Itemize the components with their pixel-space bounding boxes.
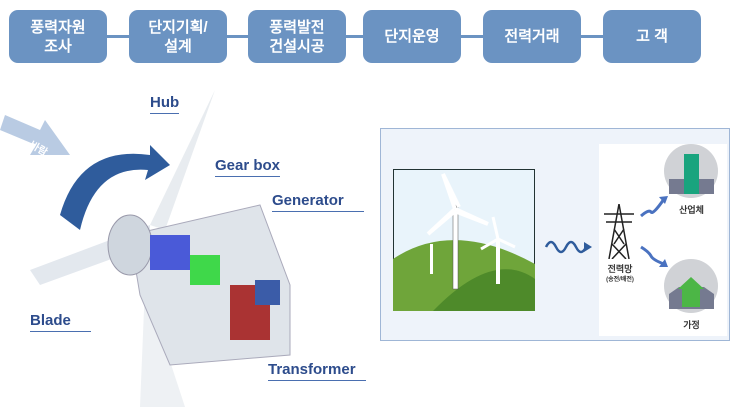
step-planning-design: 단지기획/ 설계: [129, 10, 227, 63]
label-gear-box: Gear box: [215, 157, 281, 177]
hub: [107, 214, 153, 276]
home-icon: [664, 259, 718, 313]
connector: [227, 35, 248, 38]
generator: [190, 255, 220, 285]
tower-label: 전력망: [607, 264, 633, 274]
home-label: 가정: [683, 320, 700, 330]
label-transformer: Transformer: [268, 361, 366, 381]
label-generator: Generator: [272, 192, 364, 212]
label-hub: Hub: [150, 94, 180, 114]
grid-card: 전력망 (송전/배전) 산업체 가정: [599, 144, 727, 336]
connector: [346, 35, 363, 38]
gear-box: [150, 235, 190, 270]
arrow-up-icon: [640, 196, 668, 218]
tower-sublabel: (송전/배전): [606, 277, 634, 283]
step-power-trading: 전력거래: [483, 10, 581, 63]
industry-label: 산업체: [679, 205, 704, 215]
connector: [107, 35, 129, 38]
wave-icon: [544, 240, 592, 254]
blade-top: [150, 90, 215, 230]
industry-icon: [664, 144, 718, 198]
step-wind-survey: 풍력자원 조사: [9, 10, 107, 63]
connector: [461, 35, 483, 38]
step-operation: 단지운영: [363, 10, 461, 63]
step-customer: 고 객: [603, 10, 701, 63]
label-blade: Blade: [30, 312, 91, 332]
rotation-arrow-icon: [60, 145, 170, 230]
wind-arrow-icon: [0, 115, 70, 155]
transformer-top: [255, 280, 280, 305]
turbine-illustration: [0, 90, 291, 407]
transmission-tower-icon: [604, 204, 634, 259]
wind-farm-landscape: [393, 169, 535, 311]
arrow-down-icon: [640, 245, 668, 267]
step-construction: 풍력발전 건설시공: [248, 10, 346, 63]
power-grid-panel: 전력망 (송전/배전) 산업체 가정: [380, 128, 730, 341]
connector: [581, 35, 603, 38]
